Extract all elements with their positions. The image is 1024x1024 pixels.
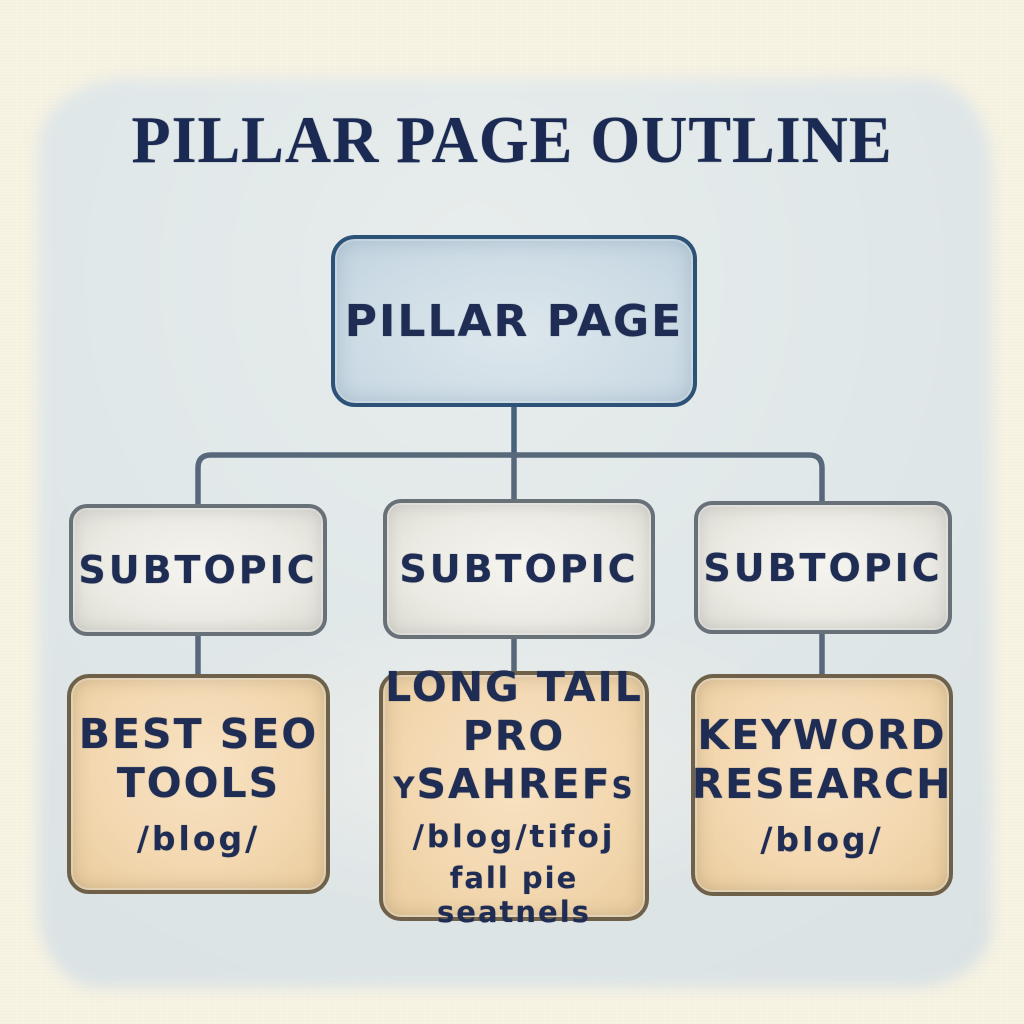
- pillar-page-box: PILLAR PAGE: [331, 235, 697, 407]
- page-box-best-seo-tools: BEST SEO TOOLS /blog/: [67, 674, 330, 894]
- subtopic-label: SUBTOPIC: [78, 548, 318, 592]
- subtopic-label: SUBTOPIC: [399, 547, 639, 591]
- page-title-line: KEYWORD: [697, 711, 947, 760]
- page-box-keyword-research: KEYWORD RESEARCH /blog/: [691, 674, 953, 896]
- page-slug: /blog/: [136, 818, 261, 858]
- subtopic-label: SUBTOPIC: [703, 545, 943, 590]
- page-note: fall pie seatnels: [437, 860, 591, 929]
- page-title-line: PRO ySAHREFs: [393, 711, 635, 809]
- subtopic-box-2: SUBTOPIC: [383, 499, 655, 639]
- page-slug: /blog/: [760, 819, 884, 859]
- page-title-line: LONG TAIL: [385, 663, 643, 712]
- pillar-page-label: PILLAR PAGE: [344, 295, 684, 347]
- subtopic-box-3: SUBTOPIC: [694, 501, 952, 634]
- connector-harness: [195, 452, 825, 508]
- page-title-line: BEST SEO: [78, 710, 319, 759]
- page-title: PILLAR PAGE OUTLINE: [131, 102, 893, 177]
- subtopic-box-1: SUBTOPIC: [69, 504, 327, 636]
- page-title-line: TOOLS: [116, 758, 281, 807]
- page-slug: /blog/tifoj: [412, 818, 616, 855]
- page-title-line: RESEARCH: [691, 759, 953, 808]
- page-box-long-tail: LONG TAIL PRO ySAHREFs /blog/tifoj fall …: [379, 663, 649, 929]
